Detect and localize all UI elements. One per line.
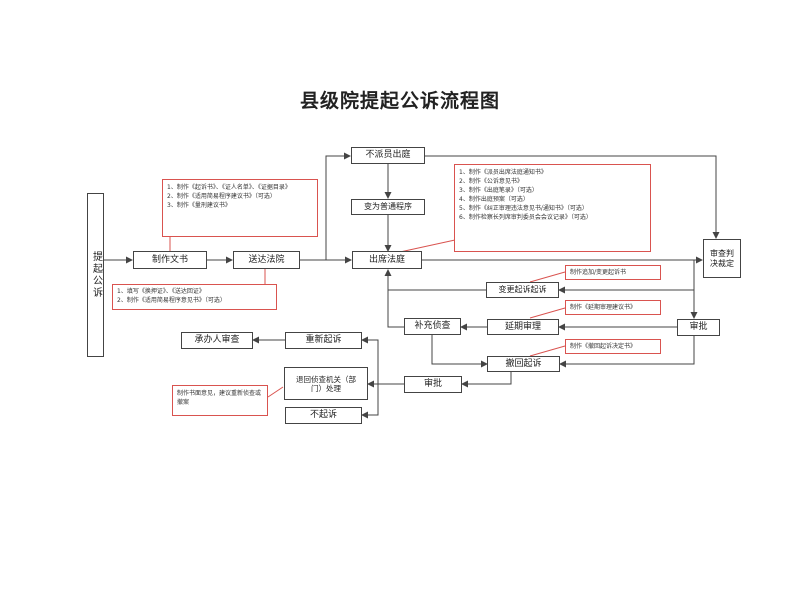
note-chehui-jueding: 制作《撤回起诉决定书》 [565, 339, 661, 354]
node-bupai-chuting: 不派员出庭 [351, 147, 425, 164]
node-zhuanwei-putong: 变为普通程序 [351, 199, 425, 215]
note-line: 制作追加/变更起诉书 [570, 269, 627, 276]
node-shencha-panjue: 审查判决裁定 [703, 239, 741, 278]
node-buchong-zhencha: 补充侦查 [404, 318, 461, 335]
note-songda-fayuan: 1、填写《换押证》、《送达回证》 2、制作《适用简易程序意见书》（可选） [112, 284, 277, 310]
note-line: 2、制作《适用简易程序意见书》（可选） [117, 297, 226, 304]
note-line: 6、制作检察长列席审判委员会会议记录》（可选） [459, 214, 592, 221]
node-tiqi-gongsu: 提起公诉 [87, 193, 104, 357]
node-chongxin-qisu: 重新起诉 [285, 332, 362, 349]
note-line: 2、制作《适用简易程序建议书》（可选） [167, 193, 276, 200]
node-chuxi-fating: 出席法庭 [352, 251, 422, 269]
note-line: 3、制作《量刑建议书》 [167, 202, 231, 209]
note-line: 3、制作《出庭笔录》（可选） [459, 187, 538, 194]
note-line: 4、制作出庭预案（可选） [459, 196, 529, 203]
note-line: 1、制作《起诉书》、《证人名单》、《证据目录》 [167, 184, 291, 191]
node-chehui-qisu: 撤回起诉 [487, 356, 560, 372]
node-biangeng-qisu: 变更起诉起诉 [486, 282, 559, 298]
node-shenpi-bottom: 审批 [404, 376, 462, 393]
node-tuihui-zhencha: 退回侦查机关（部门）处理 [284, 367, 368, 400]
note-line: 1、制作《派员出席法庭通知书》 [459, 169, 547, 176]
node-chengban-shencha: 承办人审查 [181, 332, 253, 349]
note-chuxi-fating: 1、制作《派员出席法庭通知书》 2、制作《公诉意见书》 3、制作《出庭笔录》（可… [454, 164, 651, 252]
note-line: 5、制作《纠正审理违法意见书/通知书》（可选） [459, 205, 588, 212]
note-zhuijia-biangeng: 制作追加/变更起诉书 [565, 265, 661, 280]
note-zhizuo-wenshu: 1、制作《起诉书》、《证人名单》、《证据目录》 2、制作《适用简易程序建议书》（… [162, 179, 318, 237]
note-shumian-yijian: 制作书面意见，建议重新侦查或撤案 [172, 385, 268, 416]
note-line: 1、填写《换押证》、《送达回证》 [117, 288, 205, 295]
node-songda-fayuan: 送达法院 [233, 251, 300, 269]
note-line: 制作《撤回起诉决定书》 [570, 343, 637, 350]
node-shenpi-right: 审批 [677, 319, 720, 336]
note-yanqi-jianyi: 制作《延期审理建议书》 [565, 300, 661, 315]
note-line: 2、制作《公诉意见书》 [459, 178, 523, 185]
note-line: 制作《延期审理建议书》 [570, 304, 637, 311]
node-bu-qisu: 不起诉 [285, 407, 362, 424]
node-zhizuo-wenshu: 制作文书 [133, 251, 207, 269]
page-title: 县级院提起公诉流程图 [299, 90, 500, 112]
node-yanqi-shenli: 延期审理 [487, 319, 559, 335]
note-line: 制作书面意见，建议重新侦查或撤案 [177, 390, 262, 406]
